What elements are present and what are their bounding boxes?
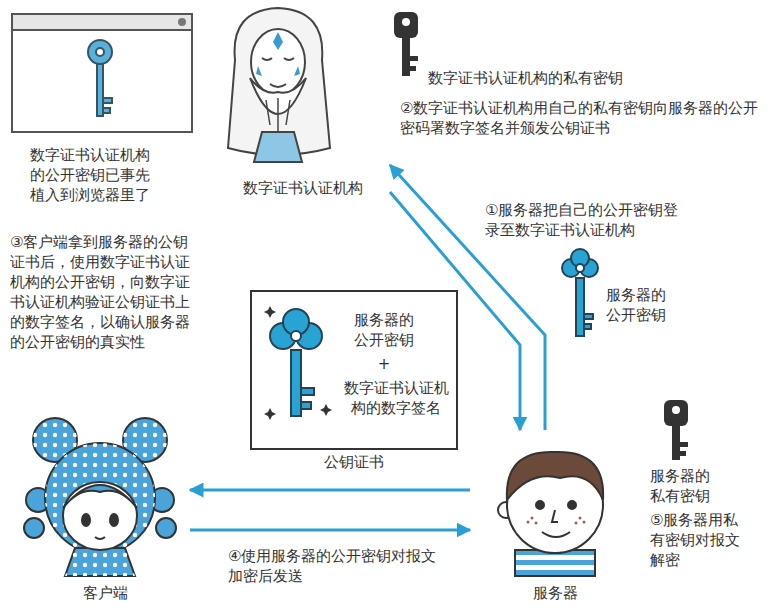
server-public-key bbox=[562, 249, 598, 336]
ca-figure bbox=[228, 8, 330, 162]
server-private-key bbox=[664, 400, 688, 460]
note-label: 数字证书认证机构的私有密钥 bbox=[428, 68, 638, 88]
plus-sign: + bbox=[352, 354, 416, 374]
figure-label: 服务器 bbox=[470, 583, 640, 603]
note-label: 服务器的私有密钥 bbox=[650, 466, 716, 506]
browser-window bbox=[12, 14, 192, 132]
note-label: 服务器的公开密钥 bbox=[606, 285, 672, 325]
edge-label: ①服务器把自己的公开密钥登录至数字证书认证机构 bbox=[485, 200, 680, 240]
certificate-text: 数字证书认证机构的数字签名 bbox=[340, 378, 452, 418]
certificate-box: 服务器的公开密钥+数字证书认证机构的数字签名公钥证书 bbox=[250, 290, 458, 450]
note-label: ③客户端拿到服务器的公钥证书后，使用数字证书认证机构的公开密钥，向数字证书认证机… bbox=[10, 232, 198, 352]
ca-private-key bbox=[394, 12, 418, 76]
note-label: ②数字证书认证机构用自己的私有密钥向服务器的公开密码署数字签名并颁发公钥证书 bbox=[400, 98, 760, 138]
client-figure bbox=[24, 418, 176, 576]
figure-label: 客户端 bbox=[20, 583, 190, 603]
client-node: 客户端 bbox=[20, 410, 190, 605]
certificate-ground bbox=[250, 290, 458, 450]
figure-label: 数字证书认证机构 bbox=[215, 178, 390, 198]
arrow-connector bbox=[190, 529, 470, 532]
arrow-connector bbox=[190, 489, 470, 492]
server-node: 服务器 bbox=[470, 430, 640, 605]
note-label: 数字证书认证机构的公开密钥已事先植入到浏览器里了 bbox=[30, 145, 160, 205]
certificate-text: 服务器的公开密钥 bbox=[352, 310, 416, 350]
certificate-key bbox=[270, 309, 322, 416]
server-figure bbox=[498, 452, 603, 576]
ca-public-key bbox=[88, 40, 112, 116]
sparkles bbox=[264, 306, 332, 420]
note-label: ⑤服务器用私有密钥对报文解密 bbox=[650, 510, 750, 570]
certificate-heading: 公钥证书 bbox=[252, 452, 456, 472]
edge-label: ④使用服务器的公开密钥对报文加密后发送 bbox=[228, 546, 438, 586]
ca-node: 数字证书认证机构 bbox=[215, 5, 390, 200]
